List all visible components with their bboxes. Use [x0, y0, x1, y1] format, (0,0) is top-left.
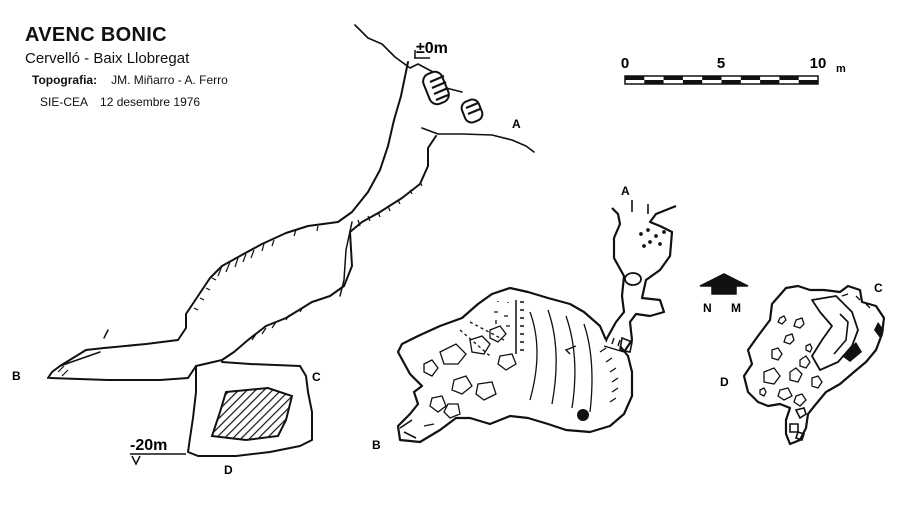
- survey-group-date: SIE-CEA 12 desembre 1976: [40, 95, 200, 109]
- survey-group: SIE-CEA: [40, 95, 89, 109]
- scale-tick-0: 0: [621, 55, 629, 72]
- plan-view-dark-spot: [577, 409, 589, 421]
- section-label-b: B: [12, 369, 21, 383]
- topography-label: Topografia:: [32, 73, 98, 87]
- north-arrow-icon: [699, 273, 749, 295]
- topography-authors: JM. Miñarro - A. Ferro: [111, 73, 228, 87]
- plan-label-b: B: [372, 438, 381, 452]
- section-wall-texture: [57, 181, 423, 377]
- survey-date: 12 desembre 1976: [100, 95, 201, 109]
- entrance-ladder: [422, 70, 484, 124]
- collapsed-block-hatched: [210, 386, 294, 442]
- scale-tick-5: 5: [717, 55, 725, 72]
- depth-bottom-label: -20m: [130, 437, 167, 454]
- plan-view-lower-level: [742, 284, 886, 446]
- depth-marker-top: [414, 50, 430, 59]
- north-arrow-label-n: N: [703, 301, 712, 315]
- depth-marker-bottom: [130, 453, 186, 466]
- section-view: [47, 24, 535, 457]
- section-label-a: A: [512, 117, 521, 131]
- section-label-d: D: [224, 463, 233, 477]
- survey-title: AVENC BONIC: [25, 24, 167, 46]
- survey-location: Cervelló - Baix Llobregat: [25, 50, 190, 67]
- topography-credit: Topografia: JM. Miñarro - A. Ferro: [32, 73, 228, 87]
- scale-bar: 0 5 10 m: [621, 55, 846, 85]
- plan2-label-d: D: [720, 375, 729, 389]
- plan-view-texture: [423, 228, 666, 427]
- plan-view: [396, 200, 677, 444]
- plan-view-lower-dark-spot-2: [874, 322, 884, 338]
- plan-label-a: A: [621, 184, 630, 198]
- scale-tick-10: 10: [810, 55, 827, 72]
- plan-view-lower-texture: [759, 293, 871, 442]
- plan2-label-c: C: [874, 281, 883, 295]
- plan-view-lower-dark-spot: [842, 342, 862, 362]
- depth-top-label: ±0m: [416, 40, 448, 57]
- north-arrow-label-m: M: [731, 301, 741, 315]
- section-label-c: C: [312, 370, 321, 384]
- scale-unit: m: [836, 63, 846, 75]
